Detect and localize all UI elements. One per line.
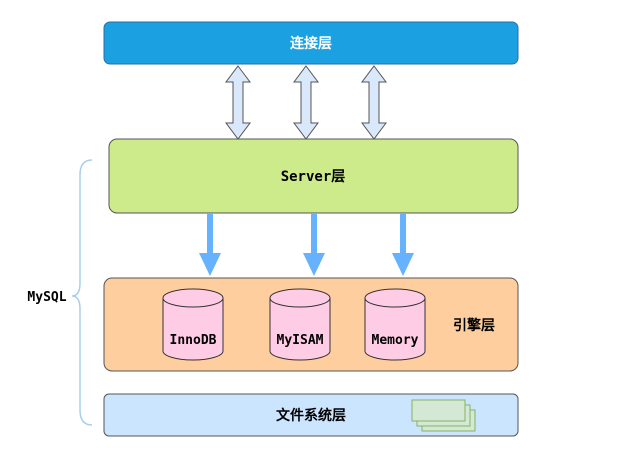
- bidirectional-arrows: [225, 65, 387, 140]
- down-arrow-2: [303, 213, 325, 276]
- server-layer-label: Server层: [281, 169, 346, 185]
- bidirectional-arrow-3: [361, 65, 387, 140]
- connection-layer: 连接层: [103, 21, 519, 65]
- connection-layer-label: 连接层: [290, 35, 332, 52]
- filesystem-layer: 文件系统层: [103, 393, 519, 437]
- engine-layer: InnoDB MyISAM Memory 引擎层: [103, 277, 519, 372]
- down-arrow-1: [199, 213, 221, 276]
- innodb-cylinder: InnoDB: [162, 288, 224, 361]
- engine-layer-label: 引擎层: [453, 317, 495, 334]
- server-layer: Server层: [108, 138, 519, 214]
- mysql-label: MySQL: [27, 290, 66, 305]
- down-arrow-3: [392, 213, 414, 276]
- downward-arrows: [199, 213, 414, 276]
- curly-brace: [71, 159, 93, 426]
- memory-cylinder: Memory: [364, 288, 426, 361]
- connection-layer-box: [103, 21, 519, 65]
- myisam-label: MyISAM: [277, 333, 324, 348]
- myisam-cylinder: MyISAM: [269, 288, 331, 361]
- filesystem-layer-label: 文件系统层: [276, 407, 346, 424]
- bidirectional-arrow-1: [225, 65, 251, 140]
- innodb-label: InnoDB: [170, 333, 217, 348]
- mysql-brace: MySQL: [27, 159, 93, 426]
- memory-label: Memory: [372, 333, 419, 348]
- file-stack-icon: [411, 399, 476, 432]
- bidirectional-arrow-2: [293, 65, 319, 140]
